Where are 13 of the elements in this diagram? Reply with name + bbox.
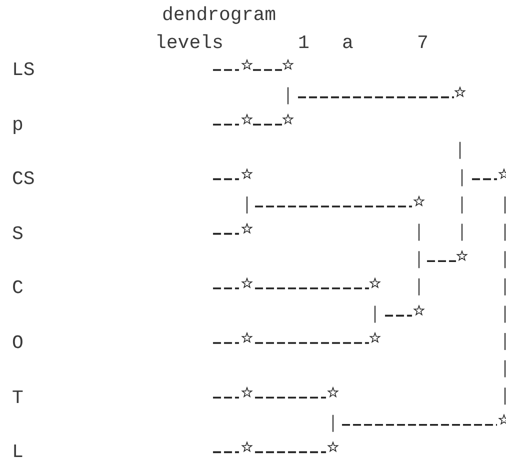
- level-label: 7: [417, 32, 428, 54]
- leaf-label: O: [12, 332, 24, 354]
- leaf-label: L: [12, 441, 24, 460]
- level-label: 1: [298, 32, 310, 54]
- leaf-label: LS: [12, 59, 35, 81]
- leaf-label: p: [12, 114, 24, 136]
- level-label: a: [342, 32, 354, 54]
- leaf-label: C: [12, 277, 24, 300]
- leaf-label: CS: [12, 168, 35, 190]
- level-label: levels: [155, 32, 224, 54]
- leaf-label: T: [12, 386, 24, 409]
- leaf-label: S: [12, 222, 24, 245]
- title: dendrogram: [162, 4, 276, 26]
